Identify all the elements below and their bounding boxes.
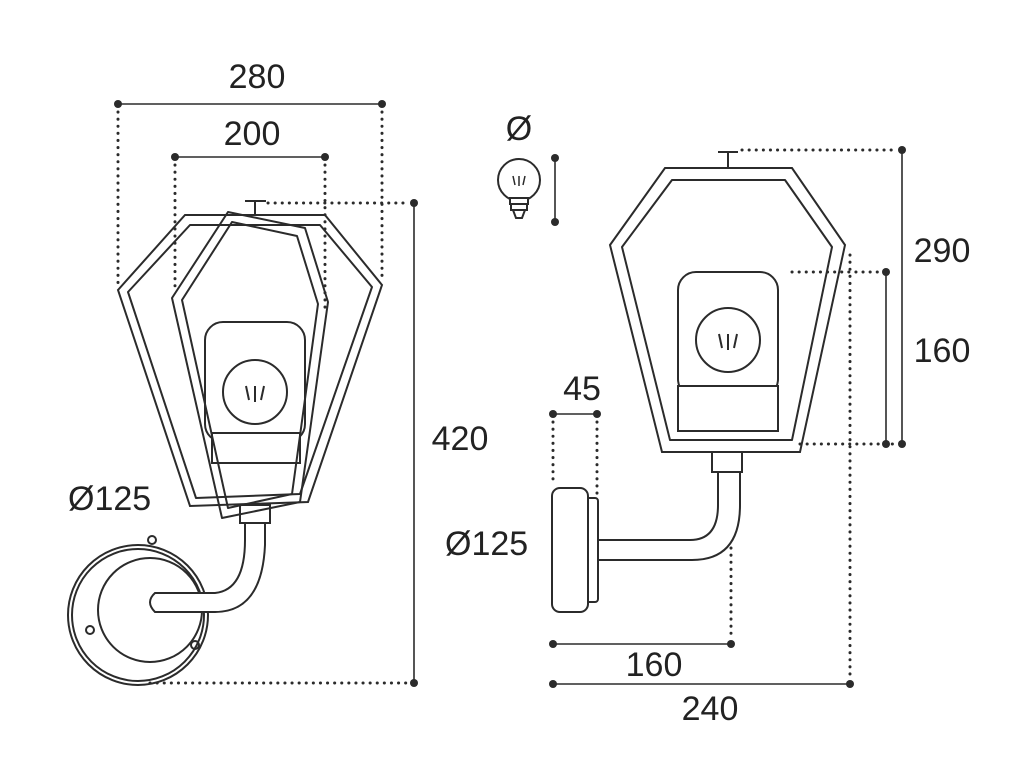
bulb-icon	[497, 158, 541, 219]
dim-width-inner: 200	[224, 115, 281, 153]
dim-width-outer: 280	[229, 58, 286, 96]
dim-plate-diameter-front: Ø125	[68, 480, 151, 518]
front-view	[67, 200, 384, 686]
lamp-base-side	[677, 385, 779, 432]
bulb-diameter-symbol: Ø	[506, 110, 532, 148]
arm-front	[149, 519, 266, 613]
dim-total-projection: 240	[682, 690, 739, 728]
wall-plate-side	[551, 487, 589, 613]
hook-front	[245, 200, 266, 215]
lamp-base-front	[211, 432, 301, 464]
dim-height-total: 420	[432, 420, 489, 458]
front-dimensions: 280 200 420 Ø125	[68, 58, 488, 687]
neck-side	[711, 449, 743, 473]
arm-side	[597, 469, 741, 561]
dim-plate-depth: 45	[563, 370, 601, 408]
side-dimensions: 290 160 45 Ø125 160 240	[445, 146, 970, 728]
lantern-inner-frame	[171, 211, 329, 519]
dim-height-lantern: 290	[914, 232, 971, 270]
dim-height-glass: 160	[914, 332, 971, 370]
wall-plate-front	[67, 535, 209, 686]
side-view	[551, 151, 847, 613]
dim-arm-projection: 160	[626, 646, 683, 684]
bulb-type: Ø	[497, 110, 559, 226]
dim-plate-diameter-side: Ø125	[445, 525, 528, 563]
hook-side	[718, 151, 738, 168]
